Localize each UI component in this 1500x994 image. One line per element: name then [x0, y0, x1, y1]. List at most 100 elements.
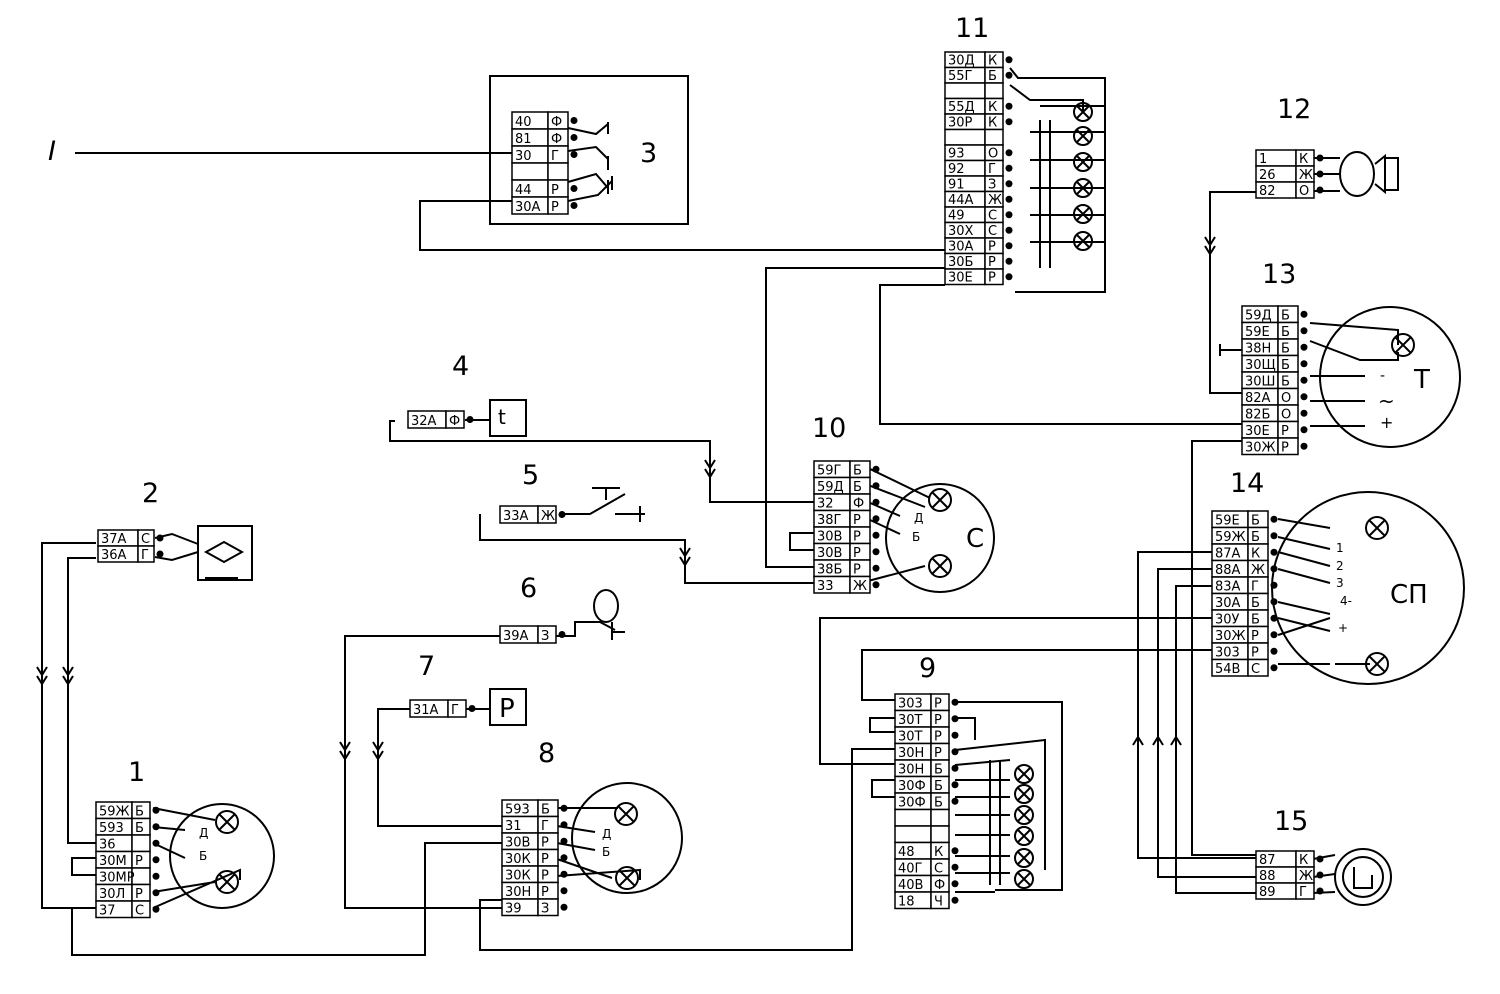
wire-color: Р [853, 530, 861, 545]
wire-number: 33А [503, 509, 529, 524]
block-3-housing [489, 75, 689, 225]
lamp-icon [1014, 805, 1034, 825]
lamp-icon [1014, 764, 1034, 784]
terminal-dot [1270, 532, 1278, 540]
terminal-dot [560, 821, 568, 829]
wire-color: К [988, 54, 997, 69]
wire-color: Б [135, 821, 144, 836]
wire-cell [894, 808, 932, 827]
lamp-icon [215, 870, 239, 894]
wire-color: К [1299, 853, 1308, 868]
wire-color: Б [135, 805, 144, 820]
wire-cell [894, 825, 932, 844]
wire-number: 32А [411, 414, 437, 429]
terminal-dot [1005, 257, 1013, 265]
terminal-dot [560, 887, 568, 895]
wire-number: 38Г [817, 513, 842, 528]
wire-88a [1157, 568, 1256, 878]
terminal-dot [1300, 343, 1308, 351]
callout-11: 11 [955, 13, 989, 44]
terminal-dot [1316, 855, 1324, 863]
wire-color: Ч [934, 895, 943, 910]
lamp-icon [1014, 784, 1034, 804]
wire-color: К [1299, 152, 1308, 167]
wire-color: Р [541, 869, 549, 884]
wire-color: С [988, 224, 997, 239]
terminal-dot [872, 581, 880, 589]
wire-color: С [135, 904, 144, 919]
wire-color: Р [1281, 441, 1289, 456]
wire-36a [67, 557, 96, 844]
wire-color: Б [1281, 358, 1290, 373]
terminal-dot [951, 880, 959, 888]
wire-number: 30У [1215, 613, 1240, 628]
wire-number: 81 [515, 132, 532, 147]
wire-number: 40 [515, 115, 532, 130]
sp-term-2: 2 [1336, 559, 1344, 573]
wire-number: 30Р [948, 116, 973, 131]
callout-9: 9 [919, 653, 936, 684]
wire-number: 33 [817, 579, 834, 594]
wire-number: 303 [1215, 646, 1240, 661]
wire-number: 26 [1259, 168, 1276, 183]
term-d-8: Д [602, 827, 611, 841]
terminal-dot [951, 731, 959, 739]
gauge-t-symbol: Т [1413, 365, 1430, 395]
wire-color: Р [988, 240, 996, 255]
lamp-icon [1014, 848, 1034, 868]
wire-number: 30Ф [898, 779, 926, 794]
wire-color: Ф [449, 414, 460, 429]
terminal-dot [1270, 647, 1278, 655]
color-cell [984, 268, 1004, 286]
wire-31a [377, 708, 502, 827]
wire-number: 30Щ [1245, 358, 1276, 373]
wire-color: Р [541, 885, 549, 900]
terminal-dot [872, 564, 880, 572]
wire-color: Б [1251, 613, 1260, 628]
wire-number: 59Е [1215, 514, 1240, 529]
wire-number: 39А [503, 629, 529, 644]
terminal-dot [558, 511, 566, 518]
wire-color: Ж [988, 193, 1002, 208]
terminal-dot [1316, 170, 1324, 178]
terminal-dot [570, 202, 578, 209]
terminal-dot [1300, 376, 1308, 384]
terminal-dot [1300, 327, 1308, 335]
terminal-dot [1270, 515, 1278, 523]
wire-number: 30А [948, 240, 974, 255]
terminal-dot [152, 872, 160, 880]
wire-number: 59Д [817, 480, 844, 495]
lamp-icon [1014, 869, 1034, 889]
wire-color: Б [853, 464, 862, 479]
lamp-icon [615, 866, 639, 890]
callout-6: 6 [520, 573, 537, 604]
wire-number: 30Ж [1245, 441, 1276, 456]
wire-color: Б [1281, 375, 1290, 390]
wire-color: Р [934, 713, 942, 728]
callout-10: 10 [812, 413, 846, 444]
wire-color: К [988, 116, 997, 131]
wire-number: 88А [1215, 563, 1241, 578]
wire-33a [479, 514, 814, 584]
color-cell [537, 898, 559, 917]
wire-number: 30 [515, 149, 532, 164]
color-cell [1247, 658, 1269, 677]
wire-number: 38Б [817, 563, 842, 578]
wire-number: 93 [948, 147, 965, 162]
wire-color: Р [551, 200, 559, 215]
wire-color: Б [1251, 514, 1260, 529]
callout-13: 13 [1262, 259, 1296, 290]
wire-color: Ж [1299, 168, 1313, 183]
terminal-dot [1005, 71, 1013, 79]
terminal-dot [1005, 211, 1013, 219]
wire-number: 1 [1259, 152, 1267, 167]
terminal-dot [560, 837, 568, 845]
terminal-dot [872, 498, 880, 506]
terminal-dot [951, 863, 959, 871]
color-cell [930, 825, 950, 844]
